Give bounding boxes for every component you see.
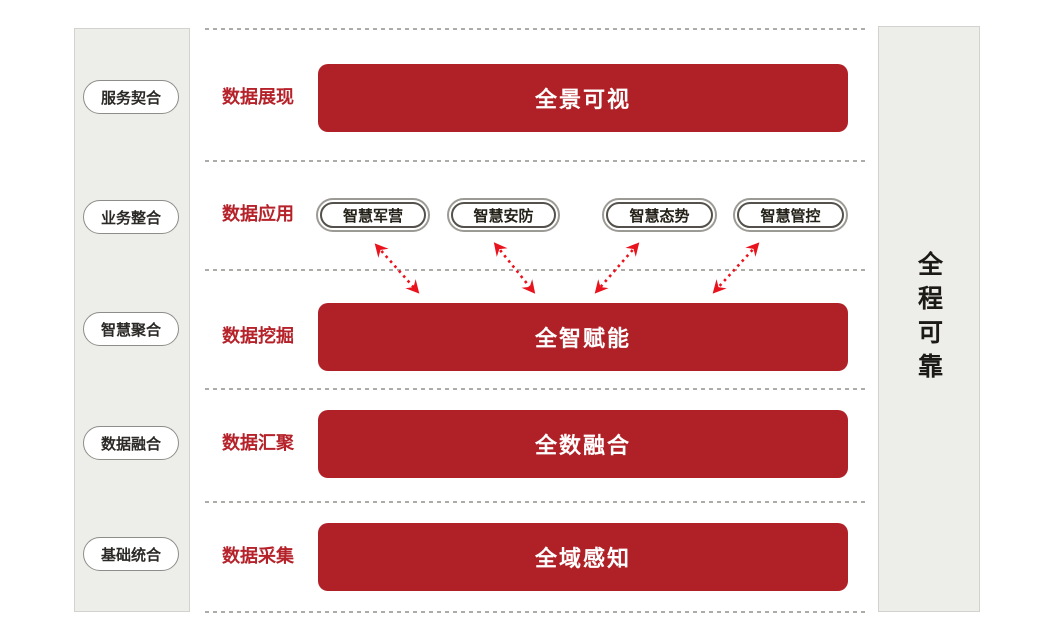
layer-label-data-collection: 数据采集 (222, 546, 294, 567)
layer-bar-full-intelligence: 全智赋能 (318, 303, 848, 371)
app-pill-label: 智慧管控 (737, 202, 844, 228)
bidirectional-arrow-4 (712, 242, 760, 294)
capability-pill-label: 基础统合 (100, 545, 161, 564)
layer-label-data-application: 数据应用 (222, 204, 294, 225)
row-divider-line (205, 388, 868, 390)
app-pill-smart-control: 智慧管控 (733, 198, 848, 232)
layer-label-data-mining: 数据挖掘 (222, 326, 294, 347)
capability-pill-basic-unification: 基础统合 (83, 537, 179, 571)
row-divider-line (205, 611, 868, 613)
app-pill-smart-security: 智慧安防 (447, 198, 560, 232)
app-pill-label: 智慧态势 (606, 202, 713, 228)
capability-pill-business-integration: 业务整合 (83, 200, 179, 234)
app-pill-label: 智慧安防 (451, 202, 556, 228)
layer-bar-full-domain-sensing: 全域感知 (318, 523, 848, 591)
app-pill-label: 智慧军营 (320, 202, 426, 228)
row-divider-line (205, 269, 868, 271)
capability-pill-label: 智慧聚合 (100, 320, 161, 339)
app-pill-smart-barracks: 智慧军营 (316, 198, 430, 232)
layer-label-data-aggregation: 数据汇聚 (222, 433, 294, 454)
app-pill-smart-situation: 智慧态势 (602, 198, 717, 232)
bidirectional-arrow-2 (493, 242, 536, 294)
layer-label-data-presentation: 数据展现 (222, 87, 294, 108)
row-divider-line (205, 160, 868, 162)
capability-pill-data-fusion: 数据融合 (83, 426, 179, 460)
capability-pill-label: 数据融合 (100, 434, 161, 453)
capability-pill-label: 业务整合 (100, 208, 161, 227)
capability-pill-label: 服务契合 (100, 88, 161, 107)
layer-bar-panoramic-visualization: 全景可视 (318, 64, 848, 132)
right-reliability-panel: 全程可靠 (878, 26, 980, 612)
bidirectional-arrow-3 (594, 242, 640, 294)
row-divider-line (205, 501, 868, 503)
capability-pill-smart-aggregation: 智慧聚合 (83, 312, 179, 346)
capability-pill-service-fit: 服务契合 (83, 80, 179, 114)
reliability-vertical-title: 全程可靠 (914, 251, 944, 387)
layer-bar-full-data-fusion: 全数融合 (318, 410, 848, 478)
row-divider-line (205, 28, 868, 30)
left-capability-panel: 服务契合 业务整合 智慧聚合 数据融合 基础统合 (74, 28, 190, 612)
